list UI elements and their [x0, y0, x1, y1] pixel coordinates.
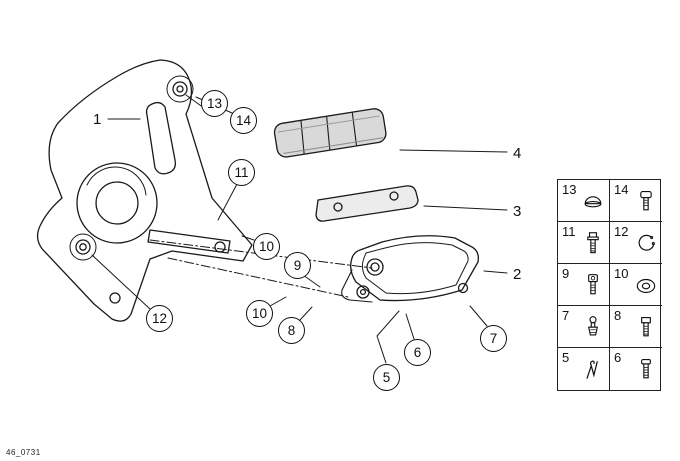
legend-number: 14 — [614, 182, 629, 197]
legend-number: 6 — [614, 350, 622, 365]
legend-number: 13 — [562, 182, 577, 197]
snap-ring-icon — [638, 234, 655, 251]
hex-bolt-icon — [641, 317, 651, 337]
legend-cell-13[interactable]: 13 — [558, 180, 610, 222]
fastener-legend-table: 13 14 11 12 — [557, 179, 662, 391]
callout-12[interactable]: 12 — [146, 305, 173, 332]
part-label-4[interactable]: 4 — [513, 145, 522, 162]
part-3-plate — [315, 185, 419, 222]
legend-number: 7 — [562, 308, 570, 323]
callout-8[interactable]: 8 — [278, 317, 305, 344]
washer-icon — [636, 278, 656, 294]
socket-head-screw-icon — [588, 274, 598, 295]
legend-cell-12[interactable]: 12 — [610, 222, 662, 264]
ball-pin-icon — [587, 316, 599, 336]
part-4-rubber — [273, 108, 387, 158]
legend-number: 5 — [562, 350, 570, 365]
legend-cell-6[interactable]: 6 — [610, 348, 662, 390]
legend-cell-7[interactable]: 7 — [558, 306, 610, 348]
callout-10-upper[interactable]: 10 — [253, 233, 280, 260]
callout-13[interactable]: 13 — [201, 90, 228, 117]
part-label-3[interactable]: 3 — [513, 203, 522, 220]
cheese-head-screw-icon — [640, 191, 652, 211]
spring-clip-icon — [586, 360, 598, 379]
callout-14[interactable]: 14 — [230, 107, 257, 134]
legend-cell-5[interactable]: 5 — [558, 348, 610, 390]
part-label-1[interactable]: 1 — [93, 111, 102, 128]
legend-cell-9[interactable]: 9 — [558, 264, 610, 306]
legend-number: 12 — [614, 224, 629, 239]
legend-cell-8[interactable]: 8 — [610, 306, 662, 348]
screw-icon — [641, 359, 651, 379]
callout-9[interactable]: 9 — [284, 252, 311, 279]
legend-number: 10 — [614, 266, 629, 281]
callout-11[interactable]: 11 — [228, 159, 255, 186]
legend-number: 8 — [614, 308, 622, 323]
legend-number: 9 — [562, 266, 570, 281]
callout-6[interactable]: 6 — [404, 339, 431, 366]
assembly-axis-lines — [149, 239, 373, 298]
callout-5[interactable]: 5 — [373, 364, 400, 391]
diagram-code: 46_0731 — [6, 448, 41, 457]
legend-number: 11 — [562, 224, 576, 239]
part-2-holder — [341, 235, 479, 303]
callout-10-lower[interactable]: 10 — [246, 300, 273, 327]
legend-cell-10[interactable]: 10 — [610, 264, 662, 306]
callout-7[interactable]: 7 — [480, 325, 507, 352]
legend-cell-11[interactable]: 11 — [558, 222, 610, 264]
hex-bolt-icon — [587, 232, 599, 254]
part-label-2[interactable]: 2 — [513, 266, 522, 283]
part-1-bracket — [36, 59, 253, 322]
legend-cell-14[interactable]: 14 — [610, 180, 662, 222]
cap-icon — [584, 196, 602, 208]
